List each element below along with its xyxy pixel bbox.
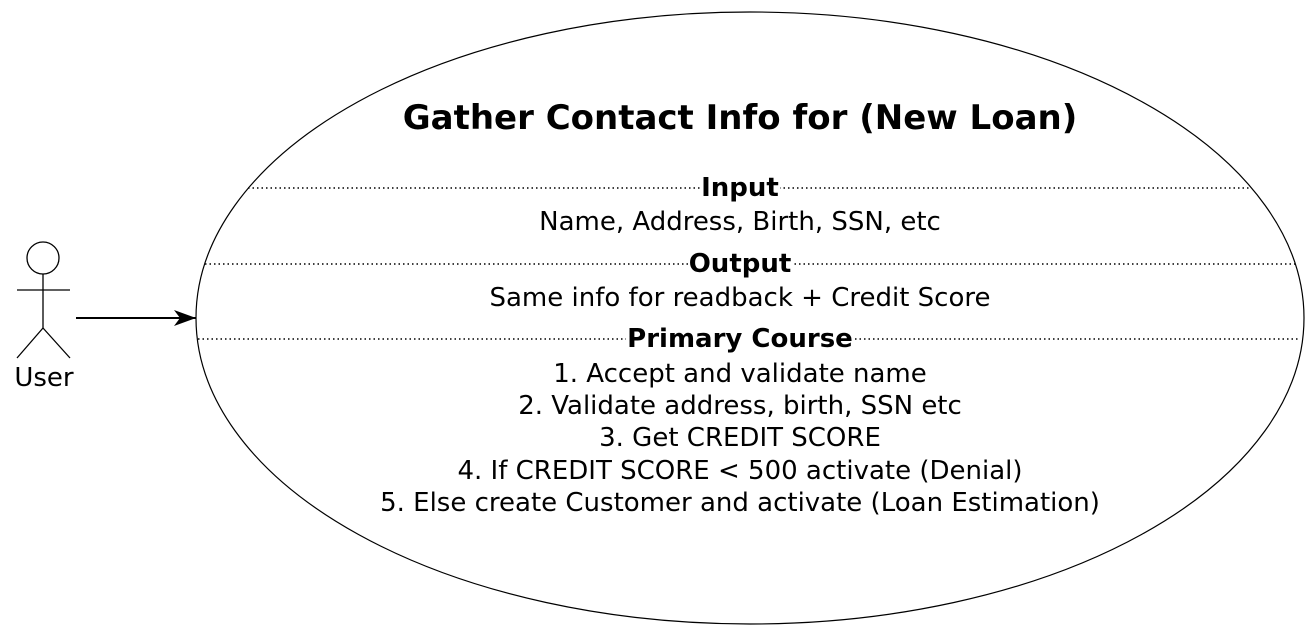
course-step: 1. Accept and validate name — [553, 359, 927, 389]
use-case-ellipse[interactable] — [195, 11, 1305, 625]
use-case-title: Gather Contact Info for (New Loan) — [402, 98, 1078, 138]
section-header-output: Output — [687, 249, 793, 279]
actor-figure[interactable] — [16, 241, 71, 359]
actor-leg-right — [42, 327, 71, 359]
course-step: 2. Validate address, birth, SSN etc — [518, 391, 962, 421]
actor-label: User — [14, 363, 74, 393]
output-text: Same info for readback + Credit Score — [489, 283, 991, 313]
course-step: 4. If CREDIT SCORE < 500 activate (Denia… — [457, 456, 1023, 486]
actor-leg-left — [16, 327, 44, 359]
course-step: 3. Get CREDIT SCORE — [599, 423, 881, 453]
input-text: Name, Address, Birth, SSN, etc — [539, 207, 941, 237]
section-header-primary-course: Primary Course — [626, 324, 854, 354]
section-header-input: Input — [700, 173, 780, 203]
course-step: 5. Else create Customer and activate (Lo… — [380, 488, 1100, 518]
